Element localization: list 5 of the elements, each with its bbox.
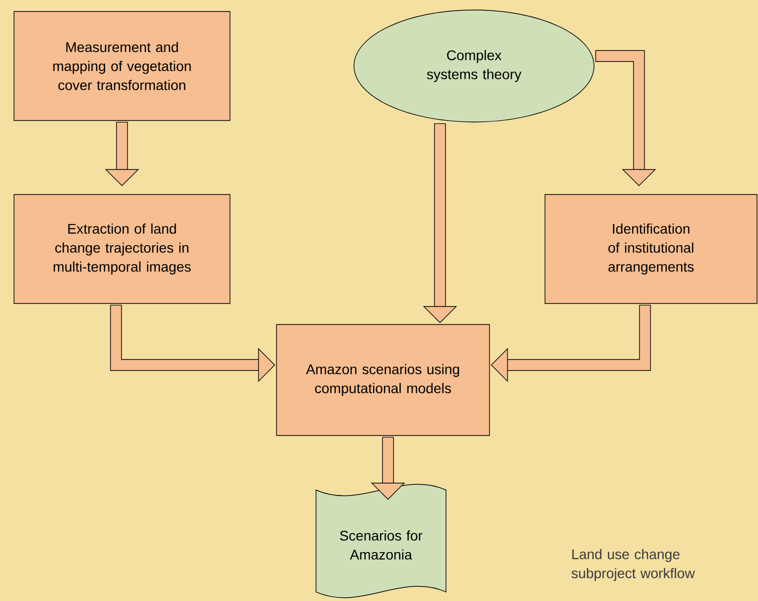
process-box: Extraction of land change trajectories in multi-temporal images xyxy=(14,194,230,304)
note-text: Land use change subproject workflow xyxy=(572,548,695,582)
process-box: Amazon scenarios using computational models xyxy=(276,324,490,436)
process-box: Identification of institutional arrangements xyxy=(544,194,758,304)
process-box: Measurement and mapping of vegetation cover transformation xyxy=(14,11,230,121)
